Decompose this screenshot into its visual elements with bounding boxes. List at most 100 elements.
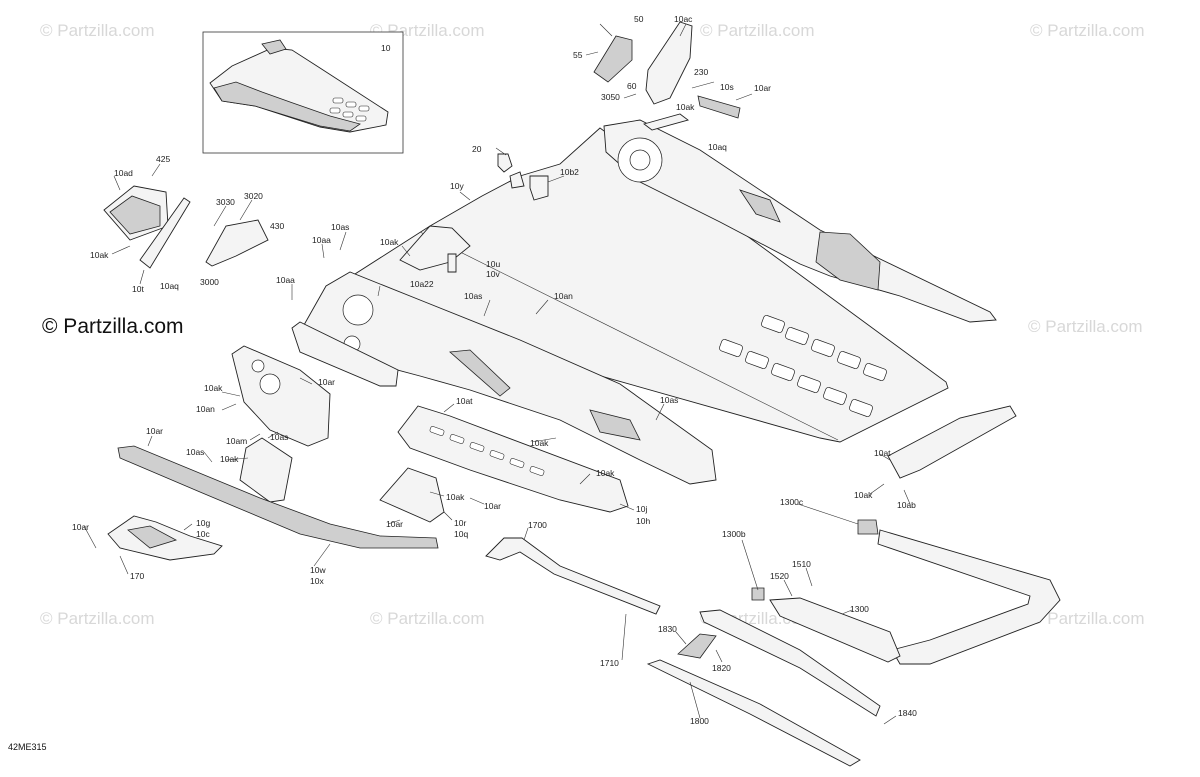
- callout-label: 1840: [898, 708, 917, 718]
- callout-label: 10at: [874, 448, 891, 458]
- callout-label: 3000: [200, 277, 219, 287]
- ribbed-plate: [397, 405, 629, 513]
- slide-rails: [485, 537, 881, 767]
- callout-label: 50: [634, 14, 644, 24]
- callout-label: 10as: [186, 447, 204, 457]
- top-left-bracket: [103, 185, 169, 241]
- callout-label: 10ar: [754, 83, 771, 93]
- callout-label: 3020: [244, 191, 263, 201]
- callout-label: 10b2: [560, 167, 579, 177]
- left-rail: [117, 445, 439, 549]
- top-brackets: [593, 21, 741, 131]
- callout-label: 10s: [720, 82, 734, 92]
- small-hardware: [447, 153, 549, 273]
- callout-label: 10as: [464, 291, 482, 301]
- callout-label: 1300b: [722, 529, 746, 539]
- inset-label: 10: [381, 43, 391, 53]
- callout-label: 10ar: [318, 377, 335, 387]
- callout-label: 10ak: [676, 102, 695, 112]
- callout-label: 10q: [454, 529, 468, 539]
- callout-label: 230: [694, 67, 708, 77]
- callout-label: 10ak: [854, 490, 873, 500]
- callout-labels: 50 10ac 55 60 230 3050 10s 10ar 10ak 10a…: [72, 14, 917, 726]
- callout-label: 1800: [690, 716, 709, 726]
- callout-label: 10x: [310, 576, 324, 586]
- callout-label: 10ak: [204, 383, 223, 393]
- callout-label: 1510: [792, 559, 811, 569]
- rear-bracket: [887, 405, 1017, 479]
- callout-label: 10at: [456, 396, 473, 406]
- callout-label: 3050: [601, 92, 620, 102]
- callout-label: 10ar: [146, 426, 163, 436]
- callout-label: 10h: [636, 516, 650, 526]
- callout-label: 1300: [850, 604, 869, 614]
- callout-label: 10ar: [484, 501, 501, 511]
- callout-label: 1700: [528, 520, 547, 530]
- callout-label: 10ab: [897, 500, 916, 510]
- brand-mark: © Partzilla.com: [42, 315, 184, 338]
- front-lower-bracket: [239, 437, 293, 503]
- callout-label: 10am: [226, 436, 247, 446]
- callout-label: 20: [472, 144, 482, 154]
- left-gusset: [231, 345, 331, 447]
- callout-label: 10g: [196, 518, 210, 528]
- callout-label: 425: [156, 154, 170, 164]
- callout-label: 10w: [310, 565, 326, 575]
- callout-label: 10an: [554, 291, 573, 301]
- callout-label: 10ak: [220, 454, 239, 464]
- triangle-gusset: [379, 467, 445, 523]
- callout-label: 10ar: [386, 519, 403, 529]
- callout-label: 10as: [270, 432, 288, 442]
- callout-label: 10ak: [446, 492, 465, 502]
- callout-label: 10ak: [530, 438, 549, 448]
- callout-label: 10ak: [380, 237, 399, 247]
- inset-tunnel-overview: 10: [202, 31, 404, 154]
- callout-label: 430: [270, 221, 284, 231]
- leader-lines: [83, 23, 911, 725]
- callout-label: 10t: [132, 284, 144, 294]
- callout-label: 10ac: [674, 14, 693, 24]
- tunnel-panel: [324, 127, 949, 443]
- watermark: © Partzilla.com: [370, 609, 485, 628]
- callout-label: 170: [130, 571, 144, 581]
- callout-label: 10a22: [410, 279, 434, 289]
- watermark-layer: © Partzilla.com © Partzilla.com © Partzi…: [40, 21, 1145, 628]
- callout-label: 10r: [454, 518, 466, 528]
- tunnel-right-side: [603, 119, 997, 323]
- callout-label: 1830: [658, 624, 677, 634]
- watermark: © Partzilla.com: [700, 21, 815, 40]
- watermark: © Partzilla.com: [1030, 21, 1145, 40]
- mount-bracket: [205, 219, 269, 267]
- callout-label: 10ad: [114, 168, 133, 178]
- callout-label: 1820: [712, 663, 731, 673]
- bottom-left-bracket: [107, 515, 223, 561]
- callout-label: 1300c: [780, 497, 804, 507]
- callout-label: 10aq: [708, 142, 727, 152]
- callout-label: 10aa: [312, 235, 331, 245]
- rear-bumper: [751, 519, 1061, 665]
- watermark: © Partzilla.com: [1028, 317, 1143, 336]
- callout-label: 60: [627, 81, 637, 91]
- watermark: © Partzilla.com: [1030, 609, 1145, 628]
- callout-label: 10an: [196, 404, 215, 414]
- watermark: © Partzilla.com: [40, 609, 155, 628]
- callout-label: 10as: [331, 222, 349, 232]
- front-bracket: [291, 321, 399, 387]
- callout-label: 10j: [636, 504, 647, 514]
- callout-label: 1710: [600, 658, 619, 668]
- callout-label: 10v: [486, 269, 500, 279]
- callout-label: 10ak: [596, 468, 615, 478]
- callout-label: 55: [573, 50, 583, 60]
- callout-label: 10u: [486, 259, 500, 269]
- callout-label: 1520: [770, 571, 789, 581]
- strut: [139, 197, 191, 269]
- callout-label: 10ak: [90, 250, 109, 260]
- callout-label: 10aa: [276, 275, 295, 285]
- callout-label: 10y: [450, 181, 464, 191]
- callout-label: 10as: [660, 395, 678, 405]
- callout-label: 10c: [196, 529, 210, 539]
- callout-label: 10aq: [160, 281, 179, 291]
- figure-code: 42ME315: [8, 742, 47, 752]
- callout-label: 3030: [216, 197, 235, 207]
